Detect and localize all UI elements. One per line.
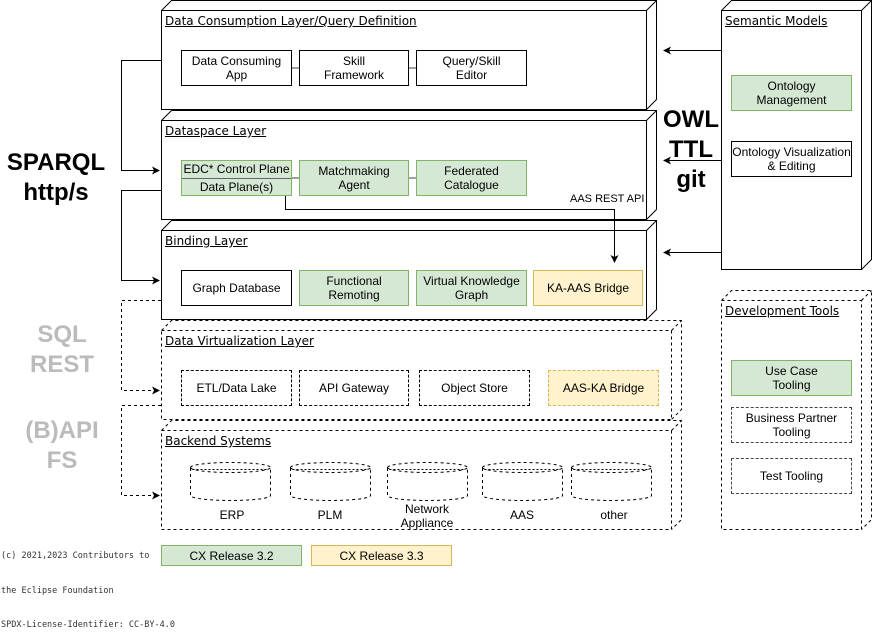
copyright-notice: (c) 2021,2023 Contributors to the Eclips… [1,528,175,643]
sparql-text: SPARQL [6,149,106,176]
ttl-text: TTL [669,136,713,163]
etl-data-lake-box[interactable]: ETL/Data Lake [181,370,292,406]
semantic-models-frame [721,0,872,270]
git-text: git [676,166,706,193]
rest-text: REST [29,351,94,378]
aas-ka-bridge-box[interactable]: AAS-KA Bridge [548,370,659,406]
business-partner-tooling-box[interactable]: Business Partner Tooling [731,407,852,443]
use-case-tooling-box[interactable]: Use Case Tooling [731,360,852,396]
backend-databases [190,462,652,501]
legend-release-3-2: CX Release 3.2 [161,545,302,566]
db-label-plm: PLM [317,508,343,522]
ontology-management-box[interactable]: Ontology Management [731,75,852,111]
data-consuming-app-box[interactable]: Data Consuming App [181,50,292,86]
bapi-text: (B)API [25,417,99,444]
sparql-protocol-label: SPARQL http/s [0,148,112,208]
sql-text: SQL [37,321,87,348]
semantic-edges [663,46,721,257]
virtual-knowledge-graph-box[interactable]: Virtual Knowledge Graph [416,270,527,306]
db-label-network-appliance: Network Appliance [400,502,454,530]
database-cylinder[interactable] [571,462,652,501]
ka-aas-bridge-box[interactable]: KA-AAS Bridge [533,270,643,306]
fs-text: FS [46,447,78,474]
dashed-edges [121,300,161,500]
db-label-other: other [600,508,628,522]
database-cylinder[interactable] [290,462,371,501]
api-gateway-box[interactable]: API Gateway [299,370,409,406]
copyright-line: (c) 2021,2023 Contributors to [1,551,150,561]
sql-protocol-label: SQL REST [8,320,116,380]
database-cylinder[interactable] [387,462,468,501]
development-tools-title: Development Tools [725,304,840,318]
binding-layer-title: Binding Layer [165,234,248,248]
db-label-aas: AAS [509,508,534,522]
test-tooling-box[interactable]: Test Tooling [731,458,852,494]
federated-catalogue-box[interactable]: Federated Catalogue [416,160,527,196]
functional-remoting-box[interactable]: Functional Remoting [299,270,409,306]
aas-rest-api-label: AAS REST API [570,193,645,205]
owl-protocol-label: OWL TTL git [659,105,723,195]
ontology-visualization-box[interactable]: Ontology Visualization & Editing [731,141,852,177]
virtualization-layer-frame [161,320,682,420]
matchmaking-agent-box[interactable]: Matchmaking Agent [299,160,409,196]
bapi-protocol-label: (B)API FS [8,416,116,476]
sparql-edges [121,60,161,285]
edc-control-plane: EDC* Control Plane [182,161,291,179]
skill-framework-box[interactable]: Skill Framework [299,50,409,86]
dataspace-layer-title: Dataspace Layer [165,124,267,138]
db-label-erp: ERP [219,508,245,522]
consumption-layer-title: Data Consumption Layer/Query Definition [165,14,417,28]
owl-text: OWL [663,106,719,133]
database-cylinder[interactable] [482,462,563,501]
virtualization-layer-title: Data Virtualization Layer [165,334,314,348]
query-skill-editor-box[interactable]: Query/Skill Editor [416,50,527,86]
graph-database-box[interactable]: Graph Database [181,270,292,306]
database-cylinder[interactable] [190,462,271,501]
legend-release-3-3: CX Release 3.3 [311,545,452,566]
development-tools-frame [721,290,872,530]
backend-layer-frame [161,420,682,530]
backend-layer-title: Backend Systems [165,434,272,448]
copyright-line: SPDX-License-Identifier: CC-BY-4.0 [1,620,175,630]
object-store-box[interactable]: Object Store [419,370,530,406]
semantic-models-title: Semantic Models [725,14,828,28]
edc-box[interactable]: EDC* Control Plane Data Plane(s) [181,160,292,196]
edc-data-plane: Data Plane(s) [199,179,274,194]
http-text: http/s [23,179,89,206]
aas-rest-api-edge [285,195,619,263]
copyright-line: the Eclipse Foundation [1,585,114,596]
